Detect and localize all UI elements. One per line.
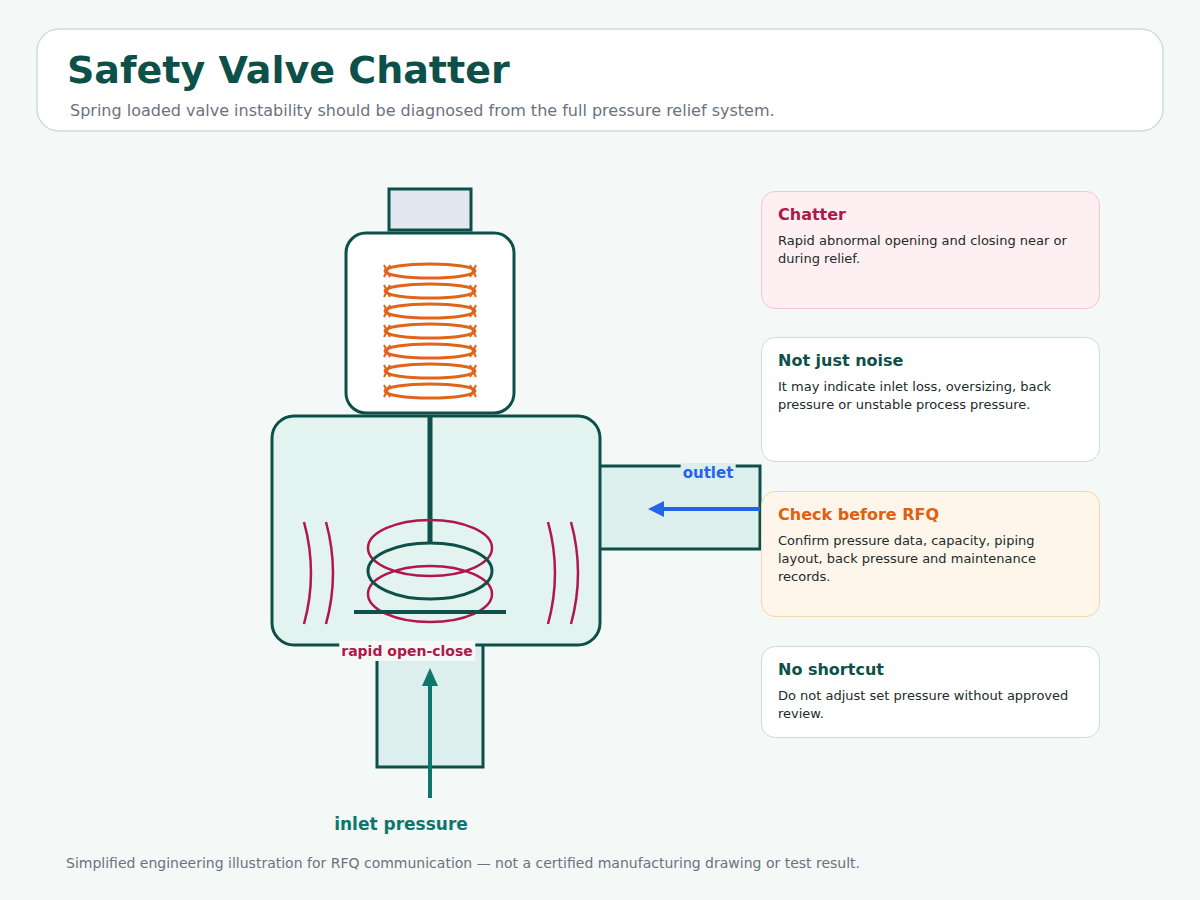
valve-seat <box>354 610 506 614</box>
spring-end <box>384 385 390 397</box>
bonnet <box>346 233 514 413</box>
caption: Simplified engineering illustration for … <box>66 855 860 871</box>
spring-end <box>470 305 476 317</box>
spring-end <box>470 385 476 397</box>
spring-end <box>470 325 476 337</box>
card-heading: Chatter <box>778 205 1083 225</box>
spring-end <box>470 345 476 357</box>
card-body: It may indicate inlet loss, oversizing, … <box>778 378 1083 414</box>
card-heading: Check before RFQ <box>778 505 1083 525</box>
spring-end <box>470 265 476 277</box>
spring-coil <box>385 344 475 358</box>
outlet-label: outlet <box>681 463 736 483</box>
card-body: Confirm pressure data, capacity, piping … <box>778 532 1083 586</box>
callout-card: ChatterRapid abnormal opening and closin… <box>761 191 1100 309</box>
inlet-label: inlet pressure <box>332 814 470 834</box>
valve-disc <box>368 543 492 599</box>
spring-coil <box>385 384 475 398</box>
outlet-arrow <box>662 507 760 511</box>
valve-cap <box>389 189 471 230</box>
spring-end <box>470 365 476 377</box>
callout-card: No shortcut Do not adjust set pressure wi… <box>761 646 1100 738</box>
outlet-arrowhead <box>648 501 664 517</box>
inlet-arrowhead <box>422 668 438 686</box>
spring-end <box>384 305 390 317</box>
spring-end <box>470 285 476 297</box>
card-body: Do not adjust set pressure without appro… <box>778 687 1083 723</box>
spring-coil <box>385 304 475 318</box>
outlet-pipe <box>596 466 760 549</box>
vibration-arc <box>326 522 333 624</box>
spring-end <box>384 345 390 357</box>
title: Safety Valve Chatter <box>67 46 510 94</box>
callout-card: Not just noise It may indicate inlet loss… <box>761 337 1100 462</box>
card-heading: Not just noise <box>778 351 1083 371</box>
spring-coil <box>385 264 475 278</box>
inlet-arrow <box>428 684 432 798</box>
disc-motion <box>368 520 492 576</box>
spring-coil <box>385 324 475 338</box>
spring-end <box>384 325 390 337</box>
vibration-arc <box>548 522 555 624</box>
spring-end <box>384 365 390 377</box>
card-body: Rapid abnormal opening and closing near … <box>778 232 1083 268</box>
header-panel <box>37 29 1163 131</box>
spring-coils <box>384 264 476 398</box>
vibration-arc <box>304 522 311 624</box>
spring-end <box>384 265 390 277</box>
spring-coil <box>385 364 475 378</box>
card-heading: No shortcut <box>778 660 1083 680</box>
callout-card: Check before RFQ Confirm pressure data, c… <box>761 491 1100 617</box>
spring-end <box>384 285 390 297</box>
vibration-arc <box>571 522 578 624</box>
motion-label: rapid open-close <box>339 641 475 661</box>
subtitle: Spring loaded valve instability should b… <box>68 101 777 121</box>
spring-coil <box>385 284 475 298</box>
valve-stem <box>428 416 433 543</box>
valve-body <box>272 416 600 645</box>
